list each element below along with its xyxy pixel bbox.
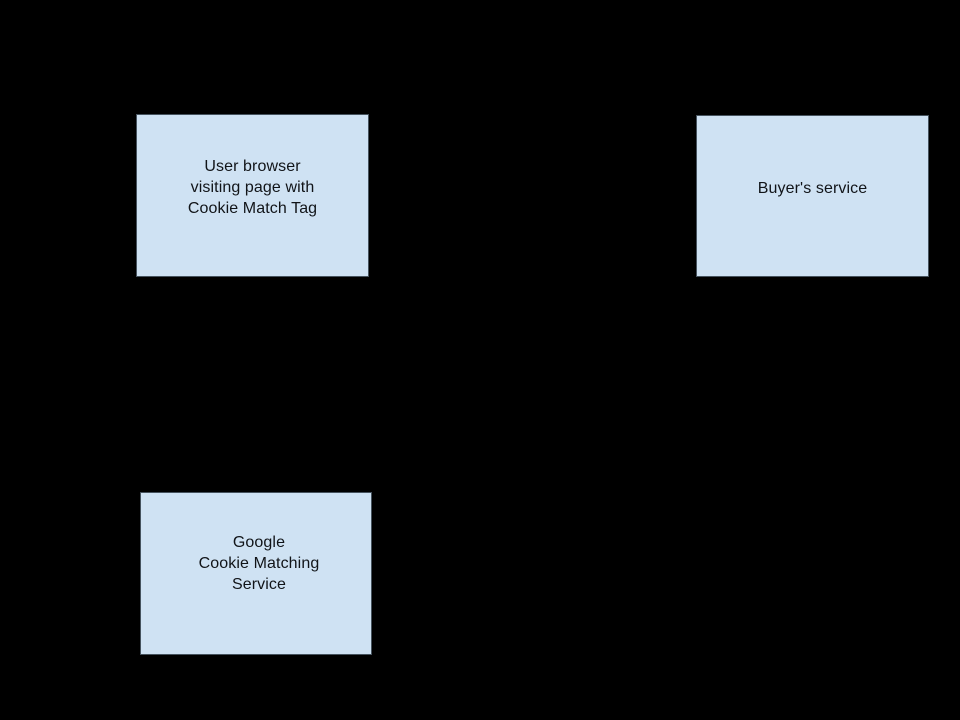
node-buyers-service-label: Buyer's service (758, 178, 867, 199)
node-user-browser: User browser visiting page with Cookie M… (136, 114, 369, 277)
node-buyers-service-line-1: Buyer's service (757, 179, 868, 197)
node-google-cms-line-3: Service (231, 576, 287, 593)
node-user-browser-line-2: visiting page with (190, 179, 315, 196)
node-buyers-service: Buyer's service (696, 115, 929, 277)
node-google-cookie-matching-service: Google Cookie Matching Service (140, 492, 372, 655)
node-user-browser-line-3: Cookie Match Tag (187, 200, 318, 217)
node-user-browser-label: User browser visiting page with Cookie M… (188, 156, 317, 219)
node-google-cms-line-2: Cookie Matching (198, 555, 320, 572)
node-google-cms-label: Google Cookie Matching Service (199, 532, 320, 595)
node-google-cms-line-1: Google (232, 534, 286, 551)
node-user-browser-line-1: User browser (204, 158, 301, 175)
